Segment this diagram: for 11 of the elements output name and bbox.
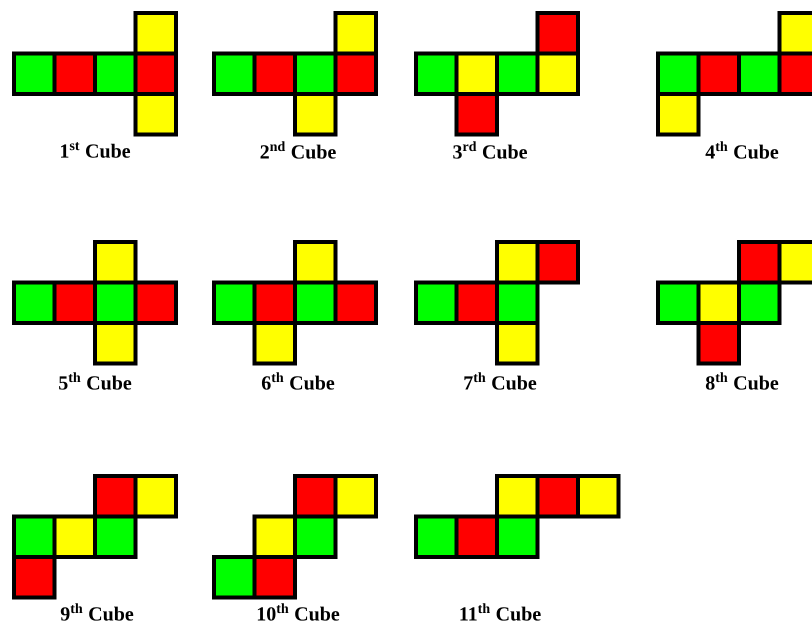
cube-label: 6$^{th}$ Cube [262, 372, 334, 390]
cube-label: 3$^{rd}$ Cube [453, 141, 527, 159]
cube-label: 5$^{th}$ Cube [59, 372, 132, 390]
cube-label: 10$^{th}$ Cube [258, 603, 340, 621]
cube-label: 7$^{th}$ Cube [464, 372, 536, 390]
cube-label: 1$^{st}$ Cube [61, 142, 130, 158]
cube-label: 11$^{th}$ Cube [460, 603, 541, 621]
cube-label: 4$^{th}$ Cube [706, 141, 778, 159]
cube-label: 9$^{th}$ Cube [60, 603, 134, 621]
cube-label: 8$^{th}$ Cube [706, 372, 778, 390]
cube-label: 2$^{nd}$ Cube [260, 141, 336, 159]
